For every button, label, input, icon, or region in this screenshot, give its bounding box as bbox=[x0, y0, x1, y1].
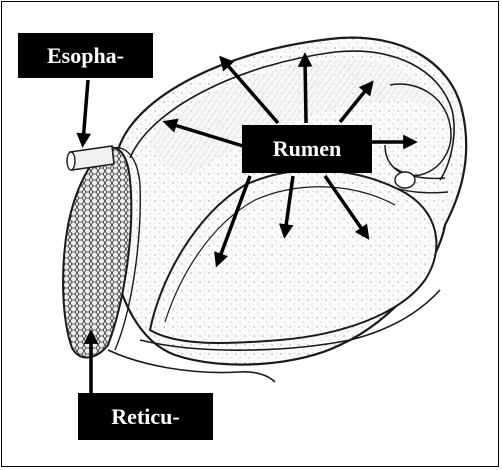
reticulum-label: Reticu- bbox=[78, 393, 213, 440]
groove-knob bbox=[395, 172, 415, 188]
arrow-esophagus bbox=[83, 80, 88, 142]
reticulum bbox=[63, 148, 131, 358]
rumen-label: Rumen bbox=[242, 125, 372, 173]
esophagus-opening bbox=[67, 152, 75, 170]
esophagus-label: Esopha- bbox=[18, 33, 153, 78]
arrow-rumen-2 bbox=[305, 58, 306, 123]
